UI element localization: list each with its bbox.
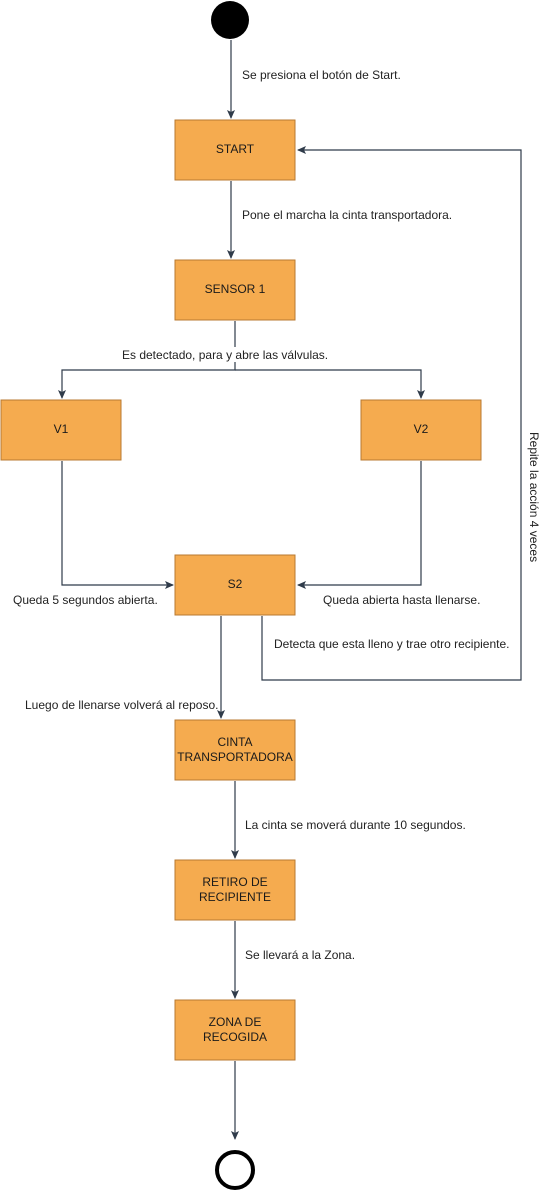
label-start-sensor1: Pone el marcha la cinta transportadora. xyxy=(242,208,452,222)
node-s2-label: S2 xyxy=(228,577,243,591)
node-zona-label-line2: RECOGIDA xyxy=(203,1030,267,1044)
label-sensor1-split: Es detectado, para y abre las válvulas. xyxy=(122,348,328,362)
label-initial-start: Se presiona el botón de Start. xyxy=(242,68,401,82)
node-retiro-recipiente: RETIRO DE RECIPIENTE xyxy=(174,859,296,921)
label-sensor1-split-bg xyxy=(118,347,330,362)
node-zona-recogida: ZONA DE RECOGIDA xyxy=(174,999,296,1061)
node-retiro-label-line1: RETIRO DE xyxy=(202,875,267,889)
edge-v1-s2 xyxy=(61,461,174,589)
node-sensor1-label: SENSOR 1 xyxy=(205,282,266,296)
edge-s2-loop-start xyxy=(261,146,522,681)
node-v1: V1 xyxy=(0,399,122,461)
edge-sensor1-v1 xyxy=(58,321,236,399)
label-cinta-retiro: La cinta se moverá durante 10 segundos. xyxy=(245,818,466,832)
node-start-label: START xyxy=(216,142,255,156)
node-sensor1: SENSOR 1 xyxy=(174,259,296,321)
node-cinta-transportadora: CINTA TRANSPORTADORA xyxy=(174,719,296,781)
node-retiro-label-line2: RECIPIENTE xyxy=(199,890,271,904)
label-loop-side: Repite la acción 4 veces xyxy=(527,432,541,562)
edge-v2-s2 xyxy=(297,461,422,589)
node-v2: V2 xyxy=(360,399,482,461)
label-s2-cinta: Luego de llenarse volverá al reposo. xyxy=(25,698,218,712)
label-retiro-zona: Se llevará a la Zona. xyxy=(245,948,355,962)
node-zona-label-line1: ZONA DE xyxy=(209,1015,262,1029)
initial-node xyxy=(211,1,249,39)
final-node xyxy=(215,1150,255,1190)
node-cinta-label-line1: CINTA xyxy=(217,735,252,749)
edge-sensor1-v2 xyxy=(235,369,425,399)
label-v2-s2: Queda abierta hasta llenarse. xyxy=(323,593,480,607)
node-start: START xyxy=(174,119,296,181)
node-cinta-label-line2: TRANSPORTADORA xyxy=(177,750,293,764)
node-v1-label: V1 xyxy=(54,422,69,436)
label-v1-s2: Queda 5 segundos abierta. xyxy=(13,593,158,607)
label-s2-loop: Detecta que esta lleno y trae otro recip… xyxy=(274,637,509,651)
node-s2: S2 xyxy=(174,554,296,616)
node-v2-label: V2 xyxy=(414,422,429,436)
